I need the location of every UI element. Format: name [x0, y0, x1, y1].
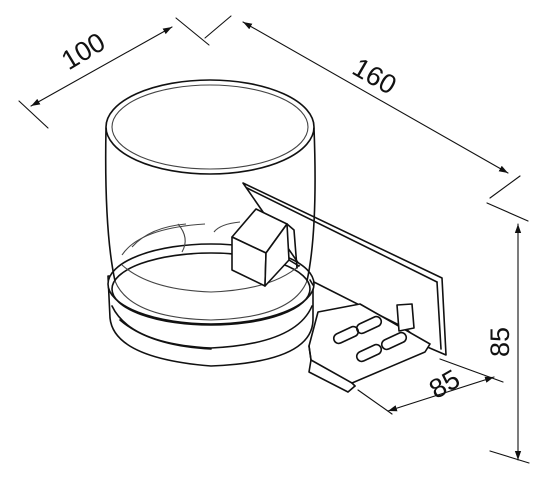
width-label: 160	[347, 52, 401, 101]
bracket-slot	[355, 315, 383, 335]
dimension-line	[30, 26, 173, 107]
extension-line	[486, 202, 529, 222]
dimension-line	[242, 21, 509, 174]
collar-line	[309, 279, 314, 286]
height-label: 85	[485, 327, 515, 357]
bracket-slot	[380, 331, 408, 351]
extension-line	[489, 450, 530, 464]
extension-line	[489, 175, 521, 199]
extension-line	[357, 389, 393, 415]
dimension-height: 85	[485, 202, 530, 464]
cup-holder-ring	[107, 243, 315, 367]
extension-line	[175, 17, 210, 46]
bracket-label: 85	[424, 364, 465, 405]
bracket-slot	[332, 325, 360, 345]
dimension-line	[387, 376, 495, 412]
dimension-depth: 100	[18, 17, 210, 129]
extension-line	[18, 100, 49, 129]
clamp-block	[231, 208, 300, 287]
glass-rim	[105, 79, 315, 175]
bracket-slot	[355, 343, 383, 363]
extension-line	[204, 15, 232, 39]
depth-label: 100	[56, 27, 110, 76]
glass-tumbler	[104, 79, 316, 321]
bracket-arm	[308, 303, 431, 393]
